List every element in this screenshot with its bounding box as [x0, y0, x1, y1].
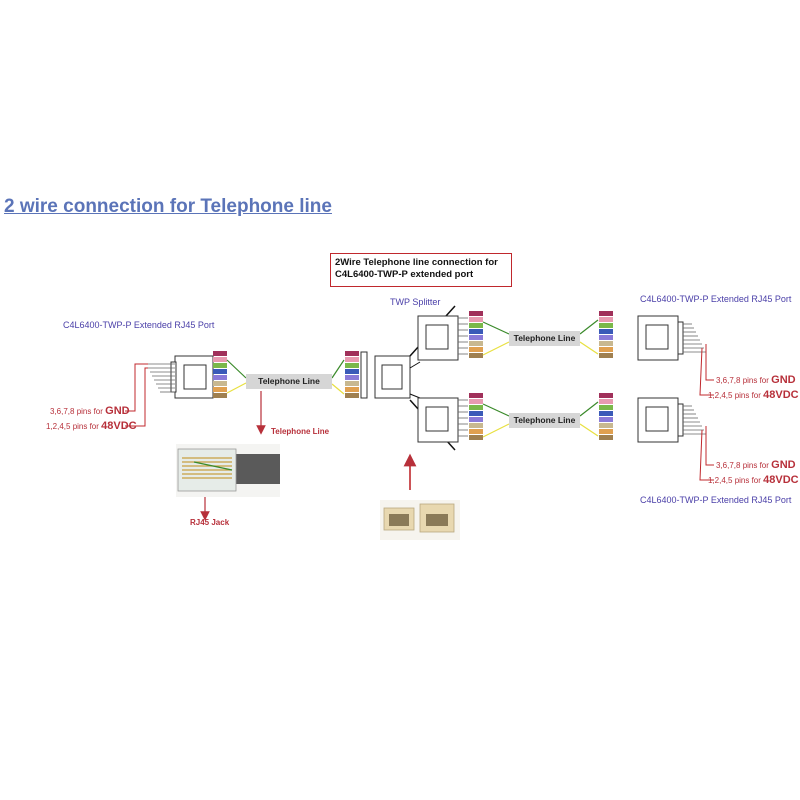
- right-bottom-rj45-port: [579, 393, 714, 481]
- right-bottom-vdc: 48VDC: [763, 474, 799, 486]
- right-top-port-label: C4L6400-TWP-P Extended RJ45 Port: [640, 294, 792, 304]
- callout-box: 2Wire Telephone line connection for C4L6…: [330, 253, 512, 287]
- left-vdc-pins: 1,2,4,5 pins for: [46, 422, 99, 431]
- page-title: 2 wire connection for Telephone line: [4, 196, 332, 217]
- right-top-vdc-pins: 1,2,4,5 pins for: [708, 391, 761, 400]
- right-top-gnd-label: 3,6,7,8 pins for GND: [716, 374, 796, 386]
- telephone-line-right-bottom: Telephone Line: [509, 413, 580, 428]
- left-gnd: GND: [105, 405, 130, 417]
- right-bottom-port-label: C4L6400-TWP-P Extended RJ45 Port: [640, 495, 792, 505]
- right-bottom-vdc-pins: 1,2,4,5 pins for: [708, 476, 761, 485]
- left-rj45-port: [125, 351, 247, 427]
- splitter-label: TWP Splitter: [390, 297, 441, 307]
- right-bottom-gnd-label: 3,6,7,8 pins for GND: [716, 459, 796, 471]
- left-gnd-pins: 3,6,7,8 pins for: [50, 407, 103, 416]
- right-bottom-vdc-label: 1,2,4,5 pins for 48VDC: [708, 474, 799, 486]
- callout-line-1: 2Wire Telephone line connection for: [335, 257, 498, 268]
- right-top-gnd-pins: 3,6,7,8 pins for: [716, 376, 769, 385]
- left-gnd-label: 3,6,7,8 pins for GND: [50, 405, 130, 417]
- splitter-photo: [380, 500, 460, 540]
- telephone-line-right-top: Telephone Line: [509, 331, 580, 346]
- right-top-rj45-port: [579, 311, 714, 396]
- telephone-line-left: Telephone Line: [246, 374, 332, 389]
- telephone-line-arrow-label: Telephone Line: [271, 427, 330, 436]
- twp-splitter: [345, 305, 510, 451]
- callout-line-2: C4L6400-TWP-P extended port: [335, 269, 474, 280]
- right-top-vdc: 48VDC: [763, 389, 799, 401]
- right-bottom-gnd-pins: 3,6,7,8 pins for: [716, 461, 769, 470]
- rj45-jack-photo: [176, 444, 280, 497]
- right-top-vdc-label: 1,2,4,5 pins for 48VDC: [708, 389, 799, 401]
- left-vdc: 48VDC: [101, 420, 137, 432]
- rj45-jack-label: RJ45 Jack: [190, 518, 230, 527]
- right-top-gnd: GND: [771, 374, 796, 386]
- left-vdc-label: 1,2,4,5 pins for 48VDC: [46, 420, 137, 432]
- left-port-label: C4L6400-TWP-P Extended RJ45 Port: [63, 320, 215, 330]
- right-bottom-gnd: GND: [771, 459, 796, 471]
